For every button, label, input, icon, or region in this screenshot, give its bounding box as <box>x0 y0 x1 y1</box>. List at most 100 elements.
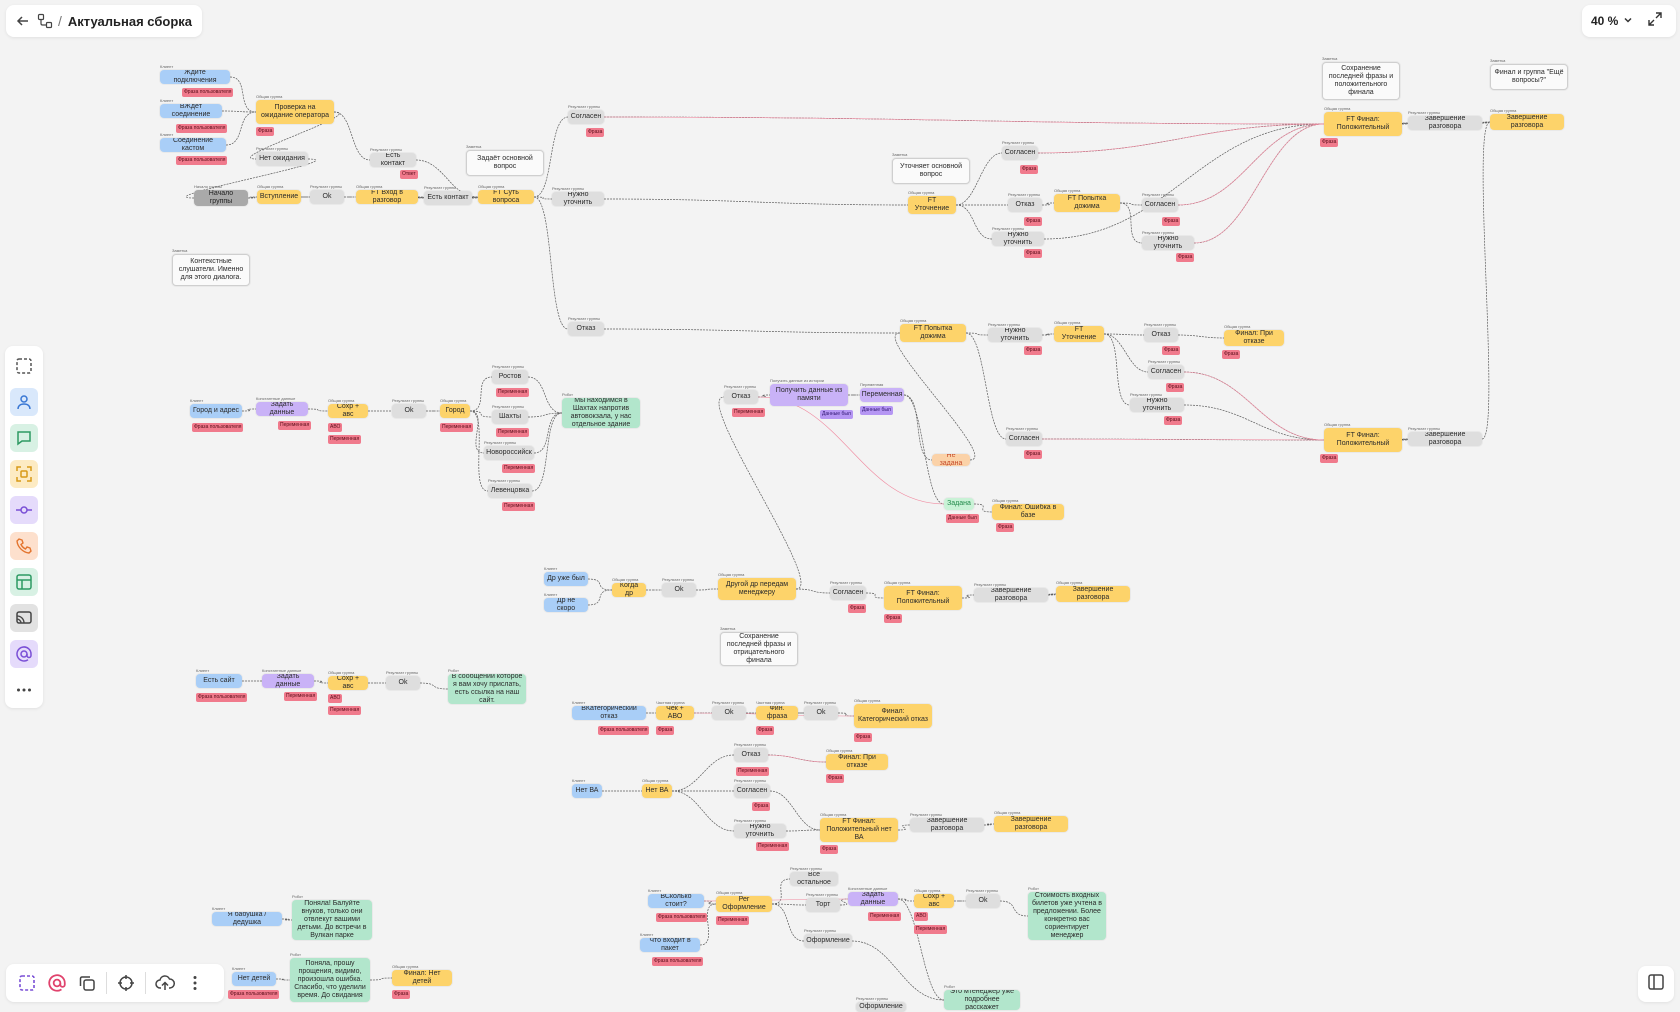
node-tag[interactable]: Фраза <box>256 127 275 136</box>
flow-node[interactable]: Финал: Нет детей <box>392 970 452 986</box>
flow-node[interactable]: Когда др <box>612 583 646 597</box>
flow-node[interactable]: Получить данные из памяти <box>770 384 848 406</box>
connector-node-tool[interactable] <box>10 496 38 524</box>
node-tag[interactable]: Переменная <box>284 692 318 701</box>
flow-node[interactable]: FT Вход в разговор <box>356 190 418 204</box>
flow-node[interactable]: Я бабушка / дедушка <box>212 912 282 926</box>
node-tag[interactable]: Фраза <box>1162 346 1181 355</box>
flow-node[interactable]: Задать данные <box>848 892 898 906</box>
node-tag[interactable]: АВО <box>328 694 343 703</box>
flow-node[interactable]: Задаёт основной вопрос <box>466 150 544 176</box>
flow-node[interactable]: FT Финал: Положительный <box>1324 428 1402 452</box>
node-tag[interactable]: Переменная <box>732 408 766 417</box>
flow-node[interactable]: Не задана <box>932 454 970 466</box>
flow-node[interactable]: Отказ <box>724 390 758 404</box>
node-tag[interactable]: Фраза пользователя <box>598 726 650 735</box>
flow-node[interactable]: ВКатегорический отказ <box>572 706 646 720</box>
flow-node[interactable]: Финал: При отказе <box>826 754 888 770</box>
flow-node[interactable]: Рег Оформление <box>716 896 772 912</box>
node-tag[interactable]: Ответ <box>400 170 418 179</box>
node-tag[interactable]: Фраза <box>1320 454 1339 463</box>
node-tag[interactable]: Фраза пользователя <box>196 693 248 702</box>
flow-node[interactable]: Завершение разговора <box>994 816 1068 832</box>
node-tag[interactable]: Фраза <box>1024 249 1043 258</box>
flow-node[interactable]: Завершение разговора <box>1408 116 1482 130</box>
node-tag[interactable]: Фраза <box>1024 346 1043 355</box>
flow-node[interactable]: Торт <box>806 898 840 912</box>
copy-icon[interactable] <box>72 968 102 998</box>
node-tag[interactable]: Данные был <box>820 410 853 419</box>
node-tag[interactable]: Фраза <box>1024 450 1043 459</box>
node-tag[interactable]: Переменная <box>736 767 770 776</box>
flow-node[interactable]: FT Суть вопроса <box>478 190 534 204</box>
flow-node[interactable]: Что входит в пакет <box>640 938 700 952</box>
node-tag[interactable]: Фраза <box>1166 383 1185 392</box>
flow-node[interactable]: Ждите подключения <box>160 70 230 84</box>
group-node-tool[interactable] <box>10 460 38 488</box>
back-arrow-icon[interactable] <box>12 10 34 32</box>
node-tag[interactable]: АВО <box>328 423 343 432</box>
flow-node[interactable]: Отказ <box>568 322 604 336</box>
flow-node[interactable]: Нет детей <box>232 972 276 986</box>
node-tag[interactable]: Фраза <box>1222 350 1241 359</box>
flow-node[interactable]: Сохранение последней фразы и отрицательн… <box>720 632 798 666</box>
flow-node[interactable]: Нужно уточнить <box>1142 236 1194 250</box>
node-tag[interactable]: Данные был <box>860 406 893 415</box>
node-tag[interactable]: Переменная <box>328 706 362 715</box>
flow-node[interactable]: Нужно уточнить <box>988 328 1042 342</box>
flow-node[interactable]: ВСколько стоит? <box>648 894 704 908</box>
flow-node[interactable]: Задана <box>944 498 974 510</box>
node-tag[interactable]: Переменная <box>440 423 474 432</box>
flow-node[interactable]: Есть контакт <box>424 191 472 205</box>
more-vertical-icon[interactable] <box>180 968 210 998</box>
flow-node[interactable]: Согласен <box>1148 365 1184 379</box>
flow-node[interactable]: Отказ <box>1144 328 1178 342</box>
flow-node[interactable]: Нужно уточнить <box>552 192 604 206</box>
flow-node[interactable]: Сохр + авс <box>328 404 368 418</box>
flow-node[interactable]: Все остальное <box>790 872 838 886</box>
select-icon[interactable] <box>12 968 42 998</box>
flow-node[interactable]: FT Уточнение <box>1054 326 1104 342</box>
node-tag[interactable]: Фраза пользователя <box>176 124 228 133</box>
flow-node[interactable]: Вступление <box>257 190 301 204</box>
flow-node[interactable]: Город <box>440 404 470 418</box>
flow-node[interactable]: Оформление <box>856 1002 906 1012</box>
node-tag[interactable]: Фраза <box>756 726 775 735</box>
flow-node[interactable]: Город и адрес <box>190 404 242 418</box>
select-area-tool[interactable] <box>10 352 38 380</box>
flow-node[interactable]: Др уже был <box>544 572 588 586</box>
flow-node[interactable]: Другой др передам менеджеру <box>718 578 796 600</box>
flow-node[interactable]: Сохр + авс <box>328 676 368 690</box>
flow-node[interactable]: ВЖдёт соединение <box>160 104 222 118</box>
flow-node[interactable]: Ростов <box>492 370 528 384</box>
cast-node-tool[interactable] <box>10 604 38 632</box>
node-tag[interactable]: Данные был <box>946 514 979 523</box>
flow-node[interactable]: Ok <box>662 583 696 597</box>
flow-node[interactable]: Переменная <box>860 388 904 402</box>
node-tag[interactable]: Переменная <box>328 435 362 444</box>
flow-node[interactable]: Завершение разговора <box>1056 586 1130 602</box>
flow-node[interactable]: Нужно уточнить <box>734 824 786 838</box>
node-tag[interactable]: Фраза пользователя <box>656 913 708 922</box>
node-tag[interactable]: Переменная <box>496 388 530 397</box>
flow-node[interactable]: Начало группы <box>194 190 248 206</box>
flow-node[interactable]: Мы находимся в Шахтах напротив автовокза… <box>562 398 640 428</box>
flow-node[interactable]: Нет ВА <box>642 784 672 798</box>
flow-node[interactable]: Стоимость входных билетов уже учтена в п… <box>1028 892 1106 940</box>
flow-node[interactable]: Согласен <box>1142 198 1178 212</box>
flow-node[interactable]: Соединение кастом <box>160 138 226 152</box>
node-tag[interactable]: Переменная <box>716 916 750 925</box>
node-tag[interactable]: Фраза пользователя <box>182 88 234 97</box>
node-tag[interactable]: Фраза <box>586 128 605 137</box>
node-tag[interactable]: Переменная <box>502 502 536 511</box>
flow-node[interactable]: В сообщении которое я вам хочу прислать,… <box>448 674 526 704</box>
flow-node[interactable]: Завершение разговора <box>974 588 1048 602</box>
flow-node[interactable]: Нет ВА <box>572 784 602 798</box>
flow-node[interactable]: Завершение разговора <box>910 818 984 832</box>
flow-node[interactable]: Нет ожидания <box>256 152 308 166</box>
flow-node[interactable]: Проверка на ожидание оператора <box>256 100 334 124</box>
flow-node[interactable]: FT Попытка дожима <box>1054 194 1120 212</box>
node-tag[interactable]: Фраза пользователя <box>192 423 244 432</box>
node-tag[interactable]: Фраза <box>1162 217 1181 226</box>
flow-node[interactable]: Согласен <box>1006 432 1042 446</box>
